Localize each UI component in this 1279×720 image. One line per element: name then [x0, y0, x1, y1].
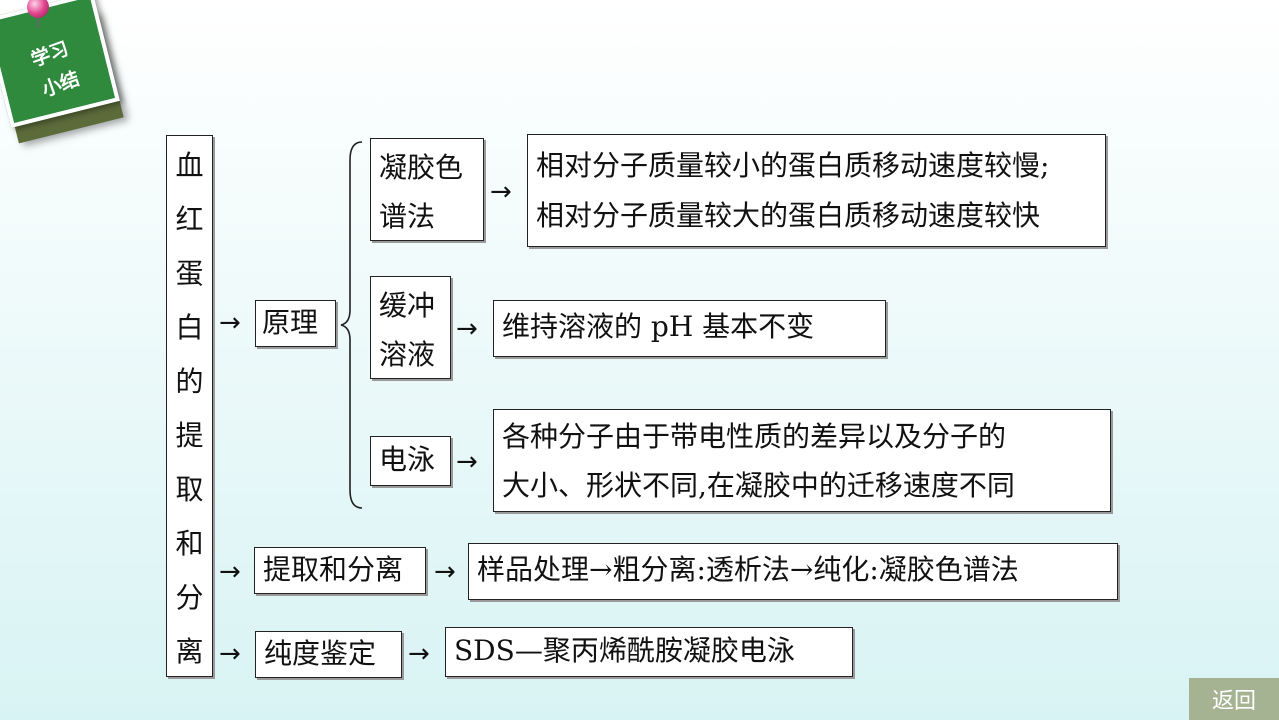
arrow-purity-desc: →: [408, 639, 430, 669]
root-char: 白: [175, 311, 204, 344]
gel-desc-line-2: 相对分子质量较大的蛋白质移动速度较快: [536, 199, 1041, 233]
root-char: 取: [175, 473, 204, 506]
electrophoresis-box: 电泳: [370, 436, 451, 486]
pushpin-icon: [27, 0, 49, 18]
extraction-desc: 样品处理→粗分离:透析法→纯化:凝胶色谱法: [477, 553, 1019, 586]
back-button[interactable]: 返回: [1189, 678, 1279, 720]
buffer-solution-box: 缓冲 溶液: [370, 276, 451, 379]
arrow-extraction-desc: →: [434, 557, 456, 587]
electrophoresis-desc-line-2: 大小、形状不同,在凝胶中的迁移速度不同: [502, 469, 1015, 502]
arrow-to-extraction: →: [219, 557, 241, 587]
extraction-box: 提取和分离: [254, 547, 426, 594]
purity-box: 纯度鉴定: [255, 631, 402, 678]
root-char: 的: [175, 365, 204, 398]
arrow-to-purity: →: [219, 639, 241, 669]
brace-icon: [340, 141, 363, 509]
root-topic-box: 血 红 蛋 白 的 提 取 和 分 离: [166, 135, 213, 677]
principle-label: 原理: [262, 306, 319, 339]
electrophoresis-label: 电泳: [379, 443, 436, 476]
gel-label-line-1: 凝胶色: [379, 151, 464, 184]
purity-description-box: SDS—聚丙烯酰胺凝胶电泳: [445, 627, 853, 677]
pin-needle: [37, 16, 39, 28]
gel-description-box: 相对分子质量较小的蛋白质移动速度较慢; 相对分子质量较大的蛋白质移动速度较快: [527, 134, 1106, 247]
arrow-buffer-desc: →: [456, 314, 478, 344]
gel-desc-line-1: 相对分子质量较小的蛋白质移动速度较慢;: [536, 149, 1050, 182]
root-char: 蛋: [175, 257, 204, 290]
root-char: 红: [175, 203, 204, 236]
section-badge: 学习 小结: [0, 0, 140, 144]
root-char: 提: [175, 419, 204, 452]
root-char: 离: [175, 635, 204, 668]
purity-desc: SDS—聚丙烯酰胺凝胶电泳: [454, 634, 795, 667]
principle-box: 原理: [255, 300, 336, 347]
root-char: 和: [175, 527, 204, 560]
buffer-label-line-1: 缓冲: [379, 289, 436, 322]
purity-label: 纯度鉴定: [264, 637, 377, 670]
extraction-description-box: 样品处理→粗分离:透析法→纯化:凝胶色谱法: [468, 543, 1118, 600]
arrow-to-principle: →: [219, 308, 241, 338]
gel-label-line-2: 谱法: [379, 200, 436, 233]
arrow-gel-desc: →: [490, 177, 512, 207]
arrow-electrophoresis-desc: →: [456, 447, 478, 477]
gel-chromatography-box: 凝胶色 谱法: [370, 138, 484, 241]
buffer-description-box: 维持溶液的 pH 基本不变: [493, 300, 886, 357]
electrophoresis-desc-line-1: 各种分子由于带电性质的差异以及分子的: [502, 420, 1007, 453]
root-char: 分: [175, 581, 204, 614]
electrophoresis-description-box: 各种分子由于带电性质的差异以及分子的 大小、形状不同,在凝胶中的迁移速度不同: [493, 409, 1111, 512]
buffer-desc: 维持溶液的 pH 基本不变: [502, 310, 815, 343]
buffer-label-line-2: 溶液: [379, 338, 436, 371]
root-char: 血: [175, 149, 204, 182]
extraction-label: 提取和分离: [263, 553, 404, 586]
badge-title: 学习 小结: [12, 27, 100, 111]
